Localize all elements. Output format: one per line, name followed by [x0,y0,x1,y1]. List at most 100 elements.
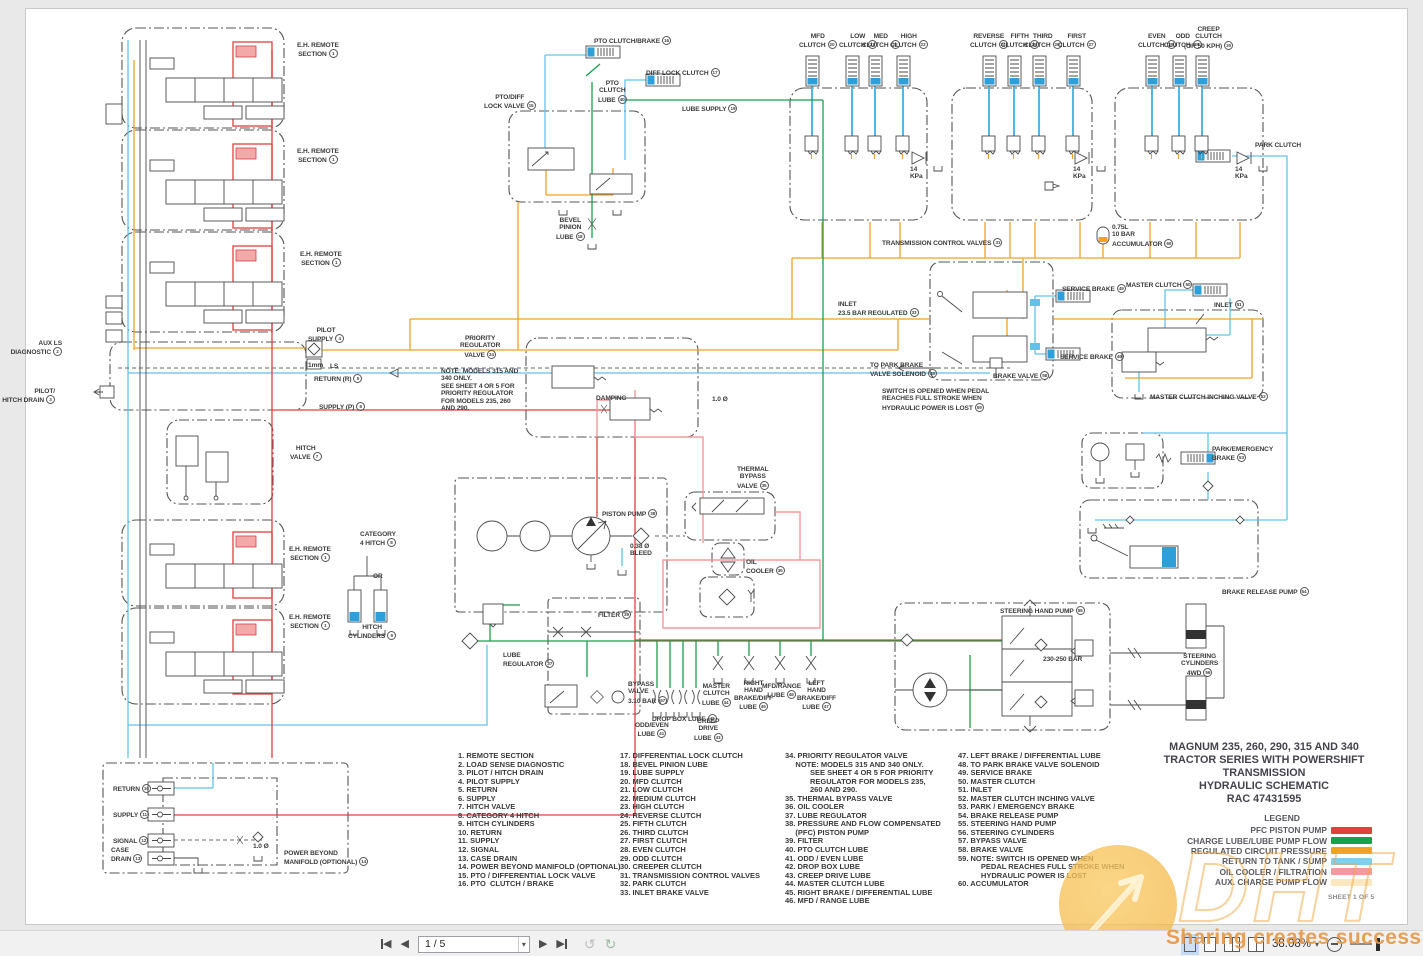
page-select[interactable]: 1 / 5 ▾ [417,935,530,953]
schematic-label: 14 KPa [910,166,923,181]
fit-page-icon[interactable] [1204,936,1216,952]
parts-list-item: 47. LEFT BRAKE / DIFFERENTIAL LUBE [958,751,1101,760]
legend-entry: OIL COOLER / FILTRATION [1140,867,1372,877]
parts-list-item: 6. SUPPLY [458,793,496,803]
parts-list-item: 25. FIFTH CLUTCH [620,819,687,829]
parts-list-item: 5. RETURN [458,785,498,795]
parts-list-item: 42. DROP BOX LUBE [785,862,860,872]
schematic-label: 0.38 Ø BLEED [630,543,652,558]
legend-entry-label: AUX. CHARGE PUMP FLOW [1215,877,1327,888]
parts-list-column-3: 34. PRIORITY REGULATOR VALVE NOTE: MODEL… [785,751,941,906]
legend-entry: RETURN TO TANK / SUMP [1140,856,1372,866]
parts-list-item: 41. ODD / EVEN LUBE [785,853,864,863]
parts-list-item: 53. PARK / EMERGENCY BRAKE [958,802,1075,812]
two-page-view-icon[interactable] [1224,936,1240,952]
legend-entry-label: PFC PISTON PUMP [1250,825,1327,836]
legend-entry-label: CHARGE LUBE/LUBE PUMP FLOW [1187,835,1327,846]
parts-list-item: 35. THERMAL BYPASS VALVE [785,793,893,803]
title-line: TRANSMISSION [1222,767,1306,779]
parts-list-item: 11. SUPPLY [458,836,500,846]
title-line: RAC 47431595 [1226,793,1302,805]
schematic-label: OR [373,573,383,580]
legend-color-swatch [1331,857,1372,865]
sheet-label: SHEET 1 OF 5 [1328,894,1375,901]
parts-list-item: 260 AND 290. [785,785,858,795]
schematic-label: 14 KPa [1235,166,1248,181]
single-page-view-icon[interactable] [1181,933,1199,955]
previous-view-icon[interactable]: ↺ [583,935,596,952]
first-page-icon[interactable]: ◀ [381,938,392,950]
zoom-out-icon[interactable] [1327,936,1343,952]
zoom-slider-handle[interactable] [1376,937,1381,951]
schematic-label: PARK CLUTCH [1255,142,1302,149]
legend-entry-label: RETURN TO TANK / SUMP [1222,856,1327,867]
legend-entry-label: OIL COOLER / FILTRATION [1219,866,1327,877]
legend-entry-label: REGULATED CIRCUIT PRESSURE [1190,845,1327,856]
parts-list-item: 26. THIRD CLUTCH [620,827,689,837]
legend-entry: REGULATED CIRCUIT PRESSURE [1140,846,1372,856]
next-page-icon[interactable]: ▶ [538,938,548,950]
parts-list-item: 13. CASE DRAIN [458,853,518,863]
parts-list-item: REGULATOR FOR MODELS 235, [785,776,926,786]
schematic-label: 1.0 Ø [253,843,269,850]
parts-list-item: 50. MASTER CLUTCH [958,776,1036,786]
parts-list-item: 58. BRAKE VALVE [958,845,1024,855]
last-page-icon[interactable]: ▶ [556,938,567,950]
parts-list-item: 40. PTO CLUTCH LUBE [785,845,869,855]
parts-list-item: 21. LOW CLUTCH [620,785,683,795]
legend-color-swatch [1331,826,1372,834]
parts-list-item: 12. SIGNAL [458,845,499,855]
parts-list-item: 17. DIFFERENTIAL LOCK CLUTCH [620,751,743,760]
parts-list-item: 24. REVERSE CLUTCH [620,810,702,820]
zoom-slider[interactable] [1350,943,1373,945]
parts-list-item: 44. MASTER CLUTCH LUBE [785,879,885,889]
zoom-level[interactable]: 38.08% [1272,938,1312,950]
parts-list-item: 57. BYPASS VALVE [958,836,1027,846]
parts-list-item: 37. LUBE REGULATOR [785,810,867,820]
parts-list-item: 18. BEVEL PINION LUBE [620,759,708,769]
parts-list-item: 60. ACCUMULATOR [958,879,1029,889]
parts-list-item: 32. PARK CLUTCH [620,879,687,889]
next-view-icon[interactable]: ↻ [604,935,617,952]
zoom-chevron-icon[interactable]: ▾ [1315,939,1320,949]
previous-page-icon[interactable]: ◀ [400,938,409,950]
schematic-label: RETURN (R)5 [314,374,363,383]
parts-list-item: 55. STEERING HAND PUMP [958,819,1057,829]
schematic-label: DAMPING [596,395,627,402]
parts-list-item: 27. FIRST CLUTCH [620,836,688,846]
parts-list-item: 7. HITCH VALVE [458,802,516,812]
parts-list-item: 30. CREEPER CLUTCH [620,862,702,872]
book-view-icon[interactable] [1248,936,1264,952]
